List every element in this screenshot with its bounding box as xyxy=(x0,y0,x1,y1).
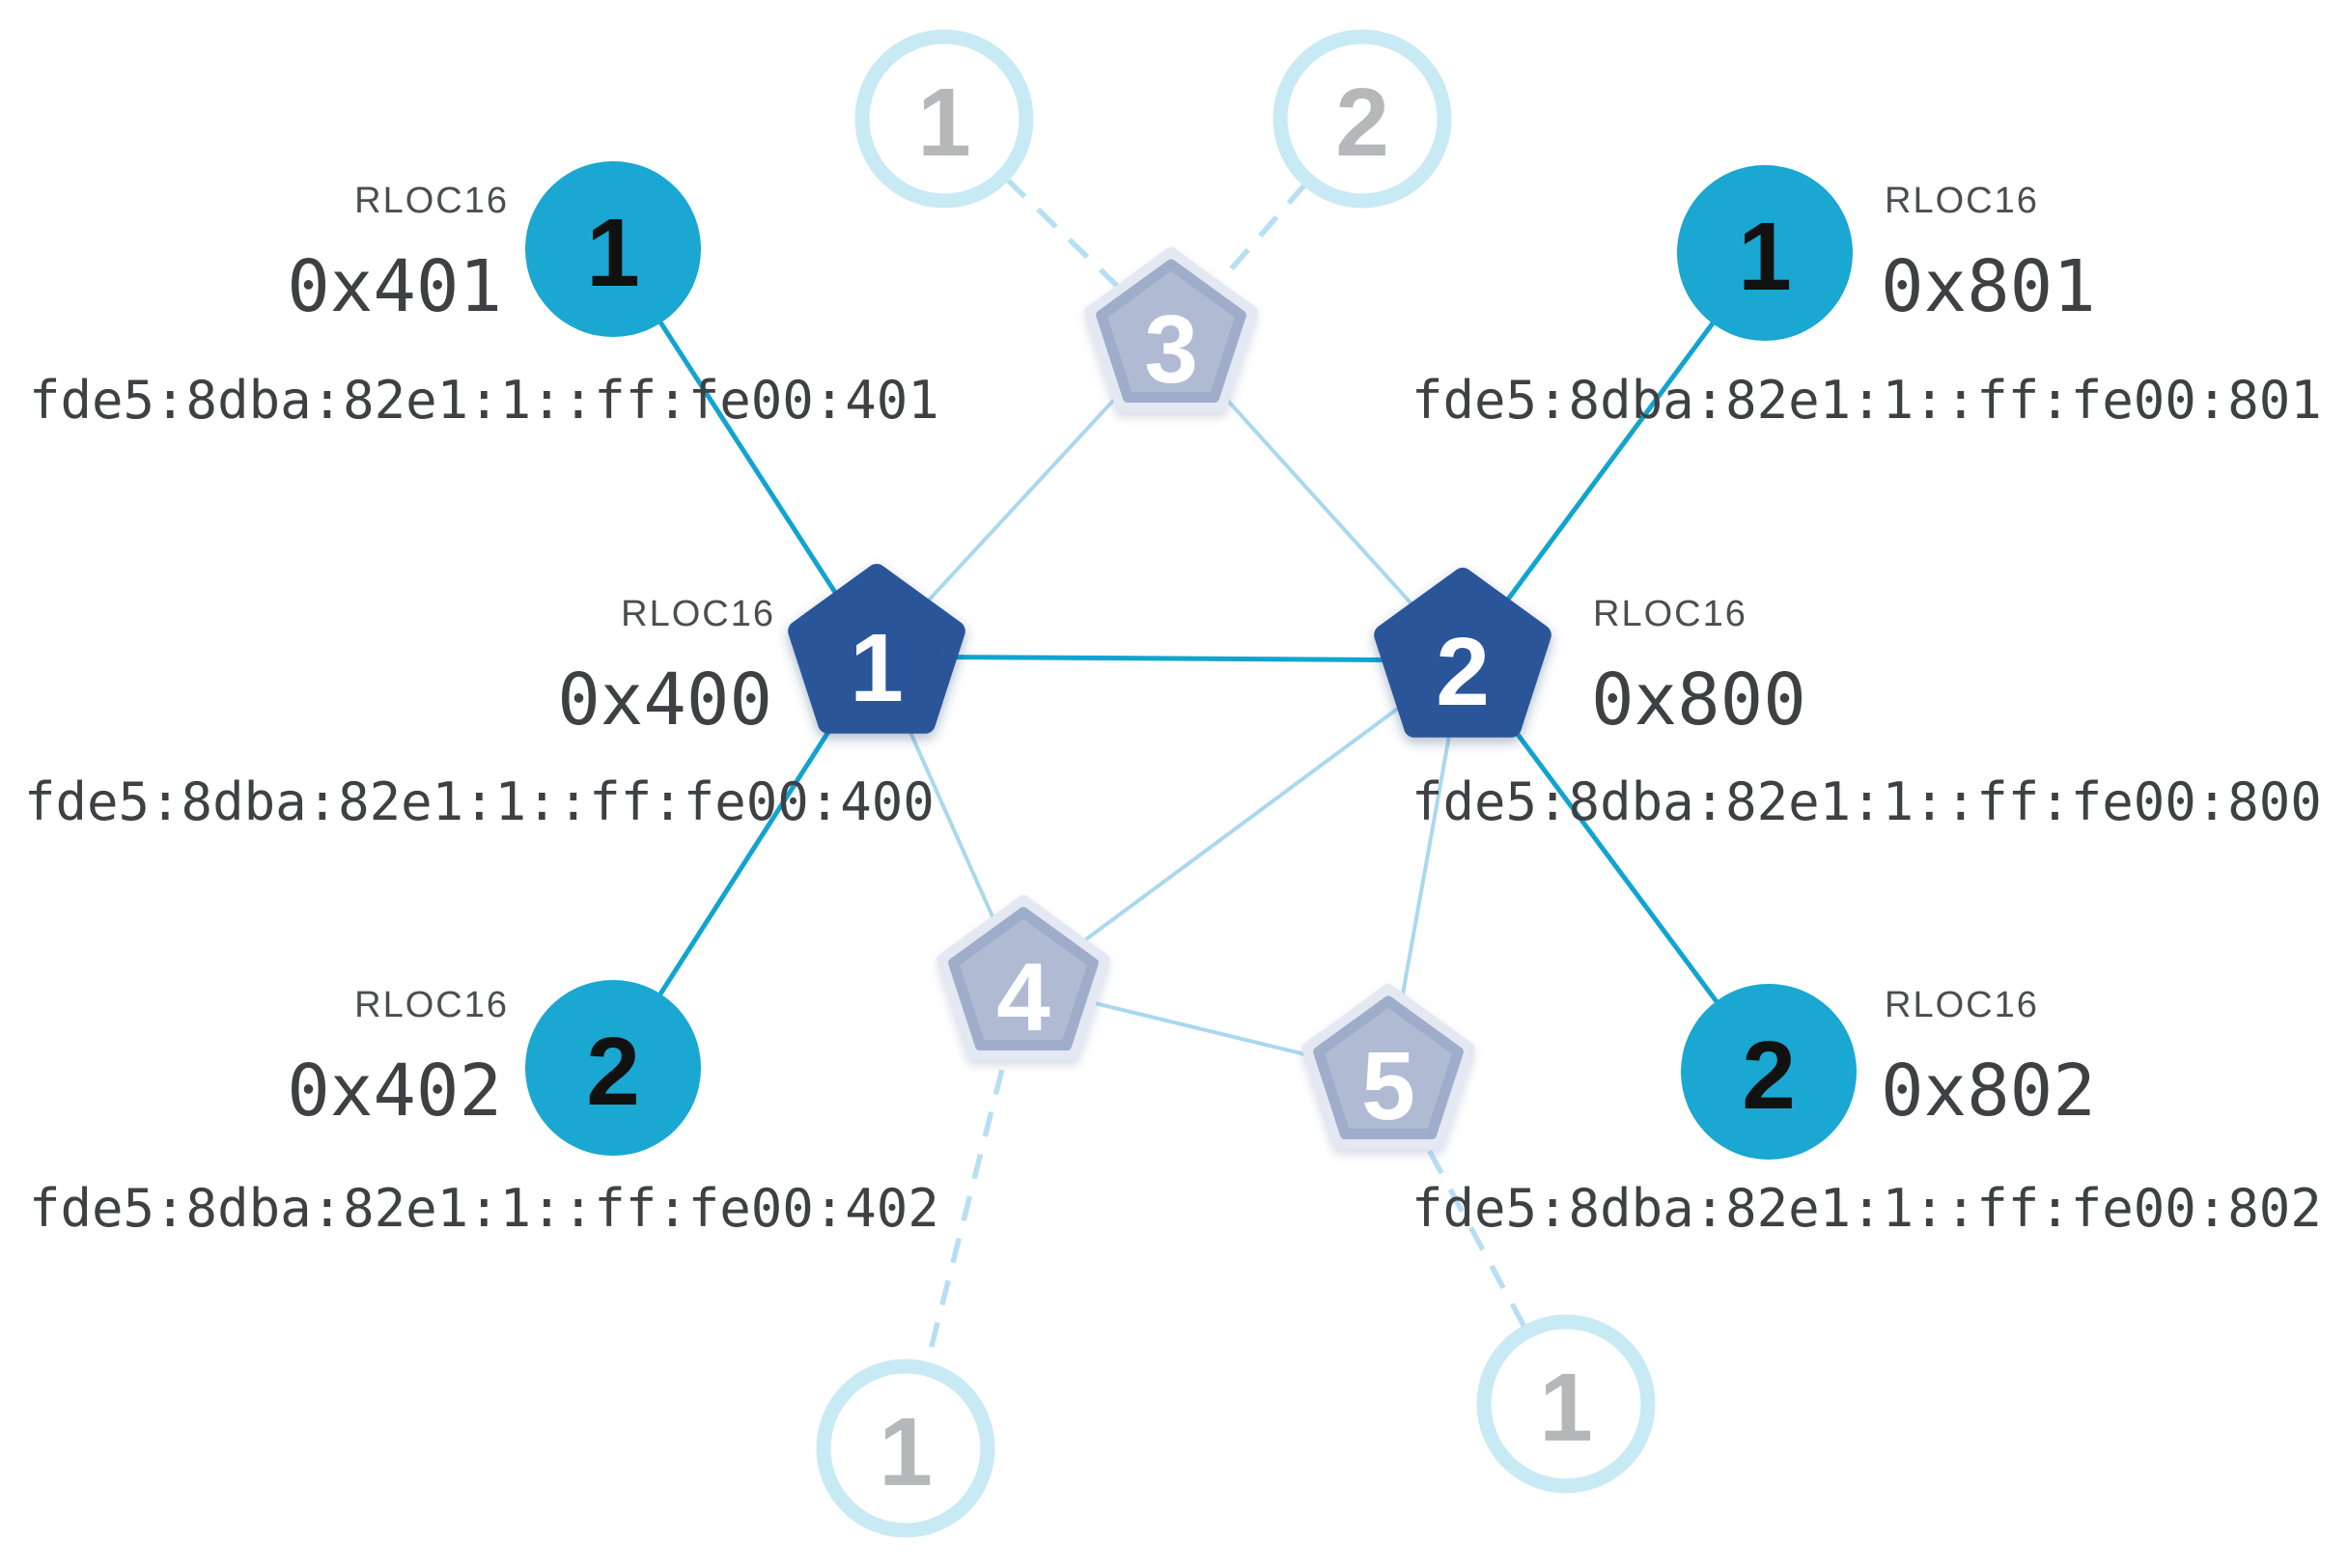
router4-number: 4 xyxy=(996,943,1050,1051)
annotation-child-802: RLOC16 0x802 fde5:8dba:82e1:1::ff:fe00:8… xyxy=(1412,985,2322,1239)
router3-pentagon xyxy=(1096,259,1246,403)
child402-number: 2 xyxy=(586,1018,640,1126)
faded-child-top-left: 1 xyxy=(854,29,1034,209)
child401-number: 1 xyxy=(586,199,640,307)
ipv6-address: fde5:8dba:82e1:1::ff:fe00:400 xyxy=(24,771,935,832)
faded-child-bottom-left: 1 xyxy=(816,1358,995,1538)
faded-router-5: 5 xyxy=(1301,984,1475,1150)
child801-circle xyxy=(1677,165,1853,341)
child-402: 2 xyxy=(525,980,701,1156)
faded-child-number: 1 xyxy=(1539,1354,1593,1462)
annotation-child-402: RLOC16 0x402 fde5:8dba:82e1:1::ff:fe00:4… xyxy=(29,985,939,1239)
faded-child-bottom-right: 1 xyxy=(1476,1314,1656,1494)
router4-pentagon xyxy=(948,907,1099,1050)
faded-child-top-right: 2 xyxy=(1272,29,1452,209)
child802-number: 2 xyxy=(1742,1022,1796,1130)
rloc16-label: RLOC16 xyxy=(621,594,775,634)
rloc16-value: 0x802 xyxy=(1881,1050,2096,1133)
router-1: 1 xyxy=(788,564,965,734)
annotation-child-801: RLOC16 0x801 fde5:8dba:82e1:1::ff:fe00:8… xyxy=(1412,181,2322,431)
router2-pentagon xyxy=(1374,568,1551,738)
rloc16-label: RLOC16 xyxy=(1593,594,1747,634)
ipv6-address: fde5:8dba:82e1:1::ff:fe00:402 xyxy=(29,1178,939,1239)
router3-number: 3 xyxy=(1144,295,1198,404)
rloc16-label: RLOC16 xyxy=(1885,985,2039,1025)
faded-router-3: 3 xyxy=(1084,247,1258,413)
child-401: 1 xyxy=(525,161,701,337)
child801-number: 1 xyxy=(1738,203,1792,311)
annotation-child-401: RLOC16 0x401 fde5:8dba:82e1:1::ff:fe00:4… xyxy=(29,181,939,431)
ipv6-address: fde5:8dba:82e1:1::ff:fe00:401 xyxy=(29,370,939,431)
child402-circle xyxy=(525,980,701,1156)
faded-child-circle xyxy=(854,29,1034,209)
child401-circle xyxy=(525,161,701,337)
faded-child-number: 1 xyxy=(917,69,971,177)
rloc16-value: 0x801 xyxy=(1881,245,2096,328)
faded-router-4: 4 xyxy=(936,895,1110,1061)
rloc16-value: 0x800 xyxy=(1591,658,1806,742)
router5-pentagon xyxy=(1313,995,1464,1139)
child-802: 2 xyxy=(1681,984,1857,1160)
router-2: 2 xyxy=(1374,568,1551,738)
router1-pentagon xyxy=(788,564,965,734)
faded-child-circle xyxy=(1476,1314,1656,1494)
rloc16-value: 0x400 xyxy=(557,658,772,742)
rloc16-label: RLOC16 xyxy=(354,181,509,221)
faded-child-circle xyxy=(816,1358,995,1538)
router2-number: 2 xyxy=(1436,618,1490,726)
link-router1-router2 xyxy=(876,654,1464,663)
annotation-router-800: RLOC16 0x800 fde5:8dba:82e1:1::ff:fe00:8… xyxy=(1412,594,2322,832)
faded-child-number: 1 xyxy=(879,1398,933,1506)
faded-child-circle xyxy=(1272,29,1452,209)
ipv6-address: fde5:8dba:82e1:1::ff:fe00:800 xyxy=(1412,771,2322,832)
rloc16-value: 0x402 xyxy=(287,1050,502,1133)
rloc16-value: 0x401 xyxy=(287,245,502,328)
annotation-router-400: RLOC16 0x400 fde5:8dba:82e1:1::ff:fe00:4… xyxy=(24,594,935,832)
router1-number: 1 xyxy=(850,614,904,722)
child802-circle xyxy=(1681,984,1857,1160)
router5-number: 5 xyxy=(1361,1032,1415,1140)
link-router2-router4 xyxy=(1021,658,1465,988)
rloc16-label: RLOC16 xyxy=(354,985,509,1025)
ipv6-address: fde5:8dba:82e1:1::ff:fe00:801 xyxy=(1412,370,2322,431)
ipv6-address: fde5:8dba:82e1:1::ff:fe00:802 xyxy=(1412,1178,2322,1239)
child-801: 1 xyxy=(1677,165,1853,341)
rloc16-label: RLOC16 xyxy=(1885,181,2039,221)
faded-child-number: 2 xyxy=(1335,69,1389,177)
